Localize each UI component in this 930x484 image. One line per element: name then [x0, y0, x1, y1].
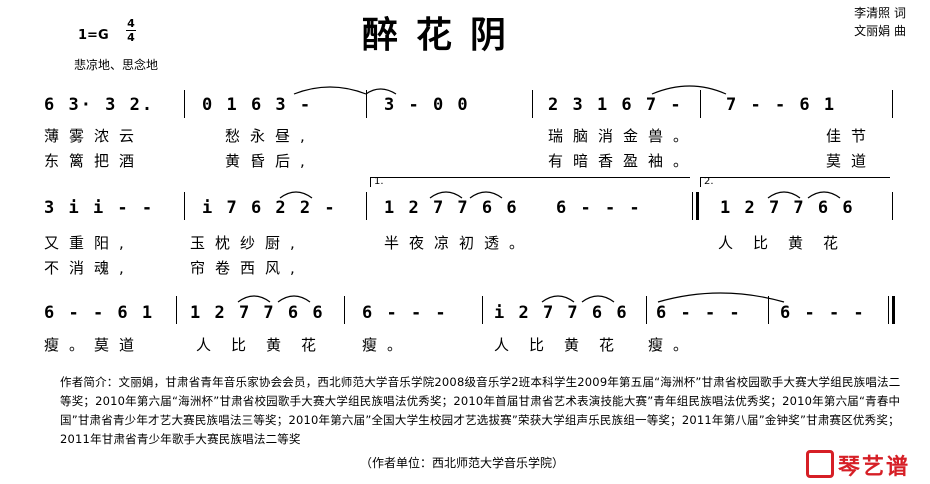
- logo-text: 琴艺谱: [837, 455, 910, 480]
- lyric: 薄雾浓云: [44, 127, 145, 145]
- measure-notes: i 7 6 2 2 -: [202, 198, 337, 218]
- measure-notes: 0 1 6 3 -: [202, 95, 313, 115]
- measure-notes: 3 i i - -: [44, 198, 155, 218]
- lyric: 莫道: [826, 152, 877, 170]
- lyric: 佳节: [826, 127, 877, 145]
- measure-notes: 6 - - -: [656, 303, 742, 323]
- measure-notes: 2 3 1 6 7 -: [548, 95, 683, 115]
- credits: 李清照 词 文丽娟 曲: [854, 4, 906, 40]
- lyric: 人比黄花: [196, 336, 337, 354]
- volta-first: 1.: [374, 176, 384, 187]
- lyric: 不消魂,: [44, 259, 134, 277]
- lyricist: 李清照 词: [854, 6, 906, 20]
- lyric: 黄昏后,: [225, 152, 315, 170]
- measure-notes: 6 3· 3 2.: [44, 95, 155, 115]
- lyric: 人比黄花: [494, 336, 635, 354]
- song-title: 醉花阴: [362, 14, 525, 56]
- lyric: 瘦。: [362, 336, 413, 354]
- author-unit: （作者单位：西北师范大学音乐学院）: [360, 456, 565, 470]
- site-logo[interactable]: 琴艺谱: [805, 449, 910, 481]
- volta-second: 2.: [704, 176, 714, 187]
- measure-notes: 3 - 0 0: [384, 95, 470, 115]
- logo-icon: [805, 450, 834, 478]
- measure-notes: 6 - - 6 1: [44, 303, 155, 323]
- lyric: 人比黄花: [718, 234, 859, 252]
- measure-notes: i 2 7 7 6 6: [494, 303, 629, 323]
- tempo-marking: 悲凉地、思念地: [74, 58, 159, 72]
- lyric: 东篱把酒: [44, 152, 145, 170]
- measure-notes: 6 - - -: [556, 198, 642, 218]
- key-signature: 1=G: [78, 28, 109, 43]
- measure-notes: 1 2 7 7 6 6: [720, 198, 855, 218]
- lyric: 帘卷西风,: [190, 259, 305, 277]
- time-bottom: 4: [127, 31, 135, 44]
- lyric: 又重阳,: [44, 234, 134, 252]
- time-top: 4: [127, 17, 135, 30]
- lyric: 玉枕纱厨,: [190, 234, 305, 252]
- measure-notes: 1 2 7 7 6 6: [190, 303, 325, 323]
- lyric: 愁永昼,: [225, 127, 315, 145]
- lyric: 半夜凉初透。: [384, 234, 535, 252]
- measure-notes: 1 2 7 7 6 6: [384, 198, 519, 218]
- lyric: 瘦。莫道: [44, 336, 145, 354]
- lyric: 瘦。: [648, 336, 699, 354]
- measure-notes: 6 - - -: [780, 303, 866, 323]
- lyric: 有暗香盈袖。: [548, 152, 699, 170]
- measure-notes: 6 - - -: [362, 303, 448, 323]
- author-bio: 作者简介：文丽娟，甘肃省青年音乐家协会会员，西北师范大学音乐学院2008级音乐学…: [60, 375, 901, 446]
- time-signature: 4 4: [126, 18, 136, 43]
- lyric: 瑞脑消金兽。: [548, 127, 699, 145]
- measure-notes: 7 - - 6 1: [726, 95, 837, 115]
- composer: 文丽娟 曲: [854, 24, 906, 38]
